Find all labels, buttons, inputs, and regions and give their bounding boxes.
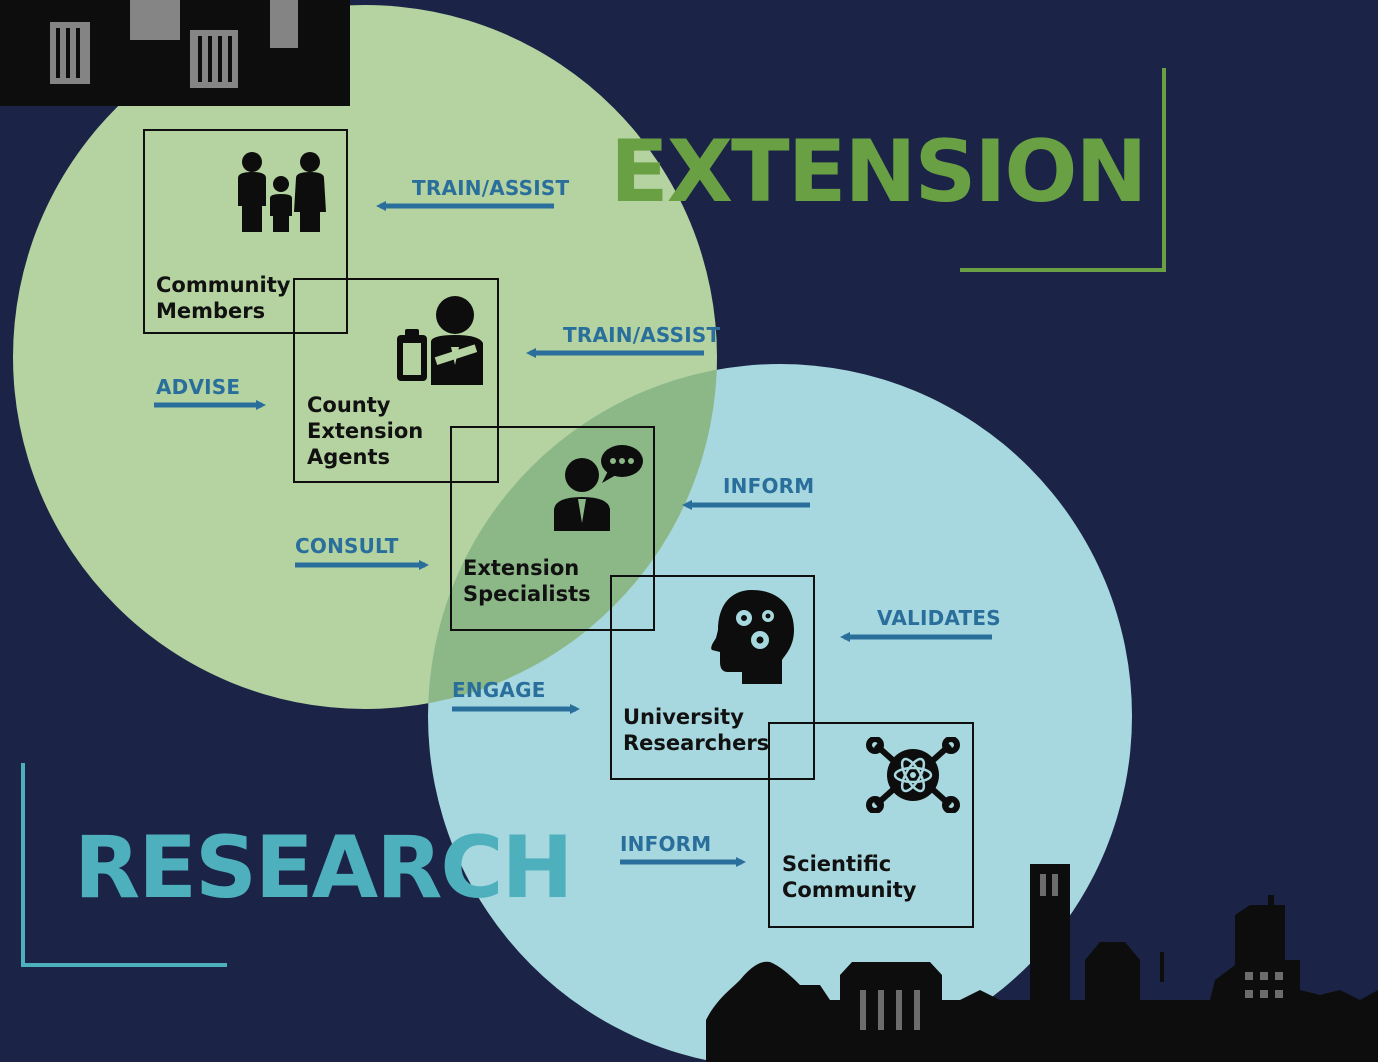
extension-specialists-box <box>450 426 655 631</box>
train-assist-label-2: TRAIN/ASSIST <box>563 323 721 347</box>
advise-label: ADVISE <box>156 375 241 399</box>
campus-skyline-windows <box>860 874 1283 1030</box>
inform-label-1: INFORM <box>723 474 815 498</box>
county-agents-label: County Extension Agents <box>307 393 424 469</box>
scientific-community-label: Scientific Community <box>782 852 917 902</box>
validates-label: VALIDATES <box>877 606 1001 630</box>
community-members-label: Community Members <box>156 273 291 323</box>
speaker-chat-icon <box>554 445 643 531</box>
research-frame <box>21 763 227 967</box>
university-researchers-box <box>610 575 815 780</box>
county-agents-box <box>293 278 499 483</box>
extension-specialists-label: Extension Specialists <box>463 556 591 606</box>
atom-icon <box>866 737 960 813</box>
university-researchers-label: University Researchers <box>623 705 770 755</box>
engage-label: ENGAGE <box>452 678 546 702</box>
scientific-community-box <box>768 722 974 928</box>
consult-label: CONSULT <box>295 534 399 558</box>
overlap-region <box>428 364 717 709</box>
campus-skyline-icon <box>706 864 1378 1062</box>
city-skyline-icon <box>0 0 350 106</box>
community-members-box <box>143 129 348 334</box>
extension-heading: EXTENSION <box>610 122 1147 222</box>
research-heading: RESEARCH <box>74 818 574 918</box>
extension-frame <box>960 68 1166 272</box>
brain-gears-icon <box>711 590 794 684</box>
flow-arrows <box>154 201 992 867</box>
inform-label-2: INFORM <box>620 832 712 856</box>
family-icon <box>238 152 326 232</box>
train-assist-label-1: TRAIN/ASSIST <box>412 176 570 200</box>
agent-clipboard-icon <box>397 296 483 385</box>
